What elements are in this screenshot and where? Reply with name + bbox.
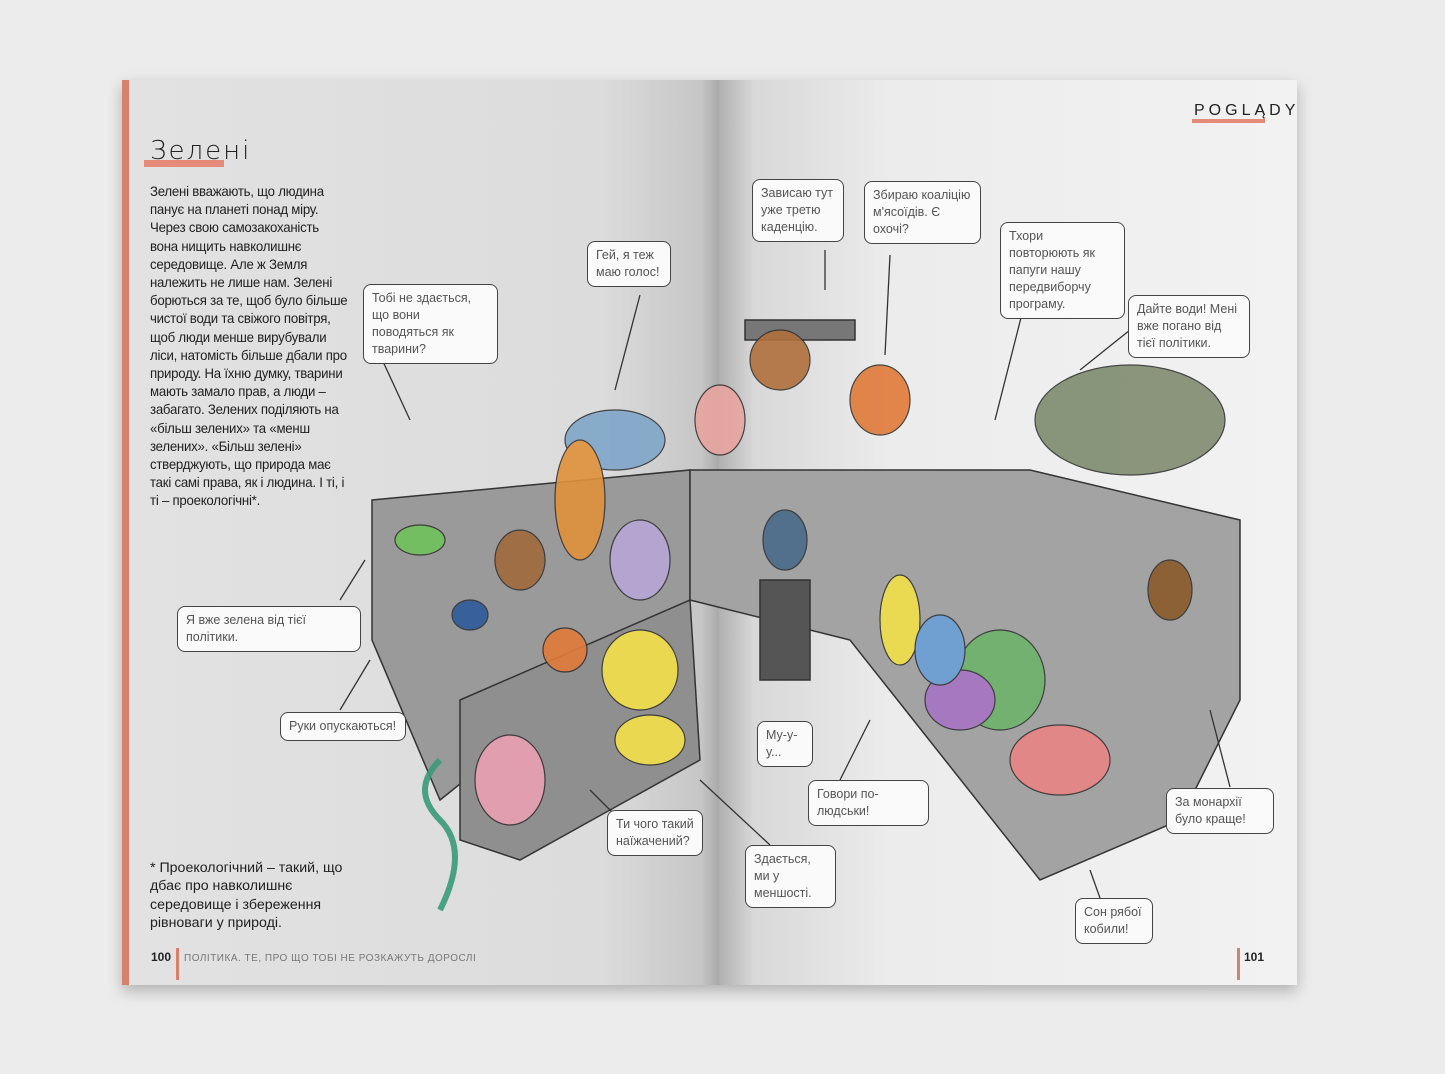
title-underline: [144, 160, 224, 167]
speech-bubble: Руки опускаються!: [280, 712, 406, 741]
page-number-right: 101: [1244, 950, 1265, 964]
speech-bubble: Я вже зелена від тієї політики.: [177, 606, 361, 652]
speech-bubble: Тобі не здається, що вони поводяться як …: [363, 284, 498, 364]
speech-bubble: Му-у-у...: [757, 721, 813, 767]
running-head: ПОЛІТИКА. ТЕ, ПРО ЩО ТОБІ НЕ РОЗКАЖУТЬ Д…: [184, 953, 477, 964]
open-book: Зелені Зелені вважають, що людина панує …: [122, 80, 1297, 985]
footnote: * Проекологічний – такий, що дбає про на…: [150, 860, 343, 932]
tag-underline: [1192, 119, 1265, 123]
speech-bubble: Сон рябої кобили!: [1075, 898, 1153, 944]
page-number-bar: [1237, 948, 1240, 980]
section-tag: POGLĄDY: [1194, 102, 1300, 119]
page-number-left: 100: [151, 950, 172, 964]
body-text: Зелені вважають, що людина панує на план…: [150, 184, 348, 509]
speech-bubble: Дайте води! Мені вже погано від тієї пол…: [1128, 295, 1250, 358]
speech-bubble: Здається, ми у меншості.: [745, 845, 836, 908]
speech-bubble: За монархії було краще!: [1166, 788, 1274, 834]
speech-bubble: Гей, я теж маю голос!: [587, 241, 671, 287]
speech-bubble: Ти чого такий наїжачений?: [607, 810, 703, 856]
speech-bubble: Зависаю тут уже третю каденцію.: [752, 179, 844, 242]
speech-bubble: Тхори повторюють як папуги нашу передвиб…: [1000, 222, 1125, 319]
speech-bubble: Говори по-людськи!: [808, 780, 929, 826]
page-title: Зелені: [150, 136, 252, 166]
page-edge-accent: [122, 80, 129, 985]
page-number-bar: [176, 948, 179, 980]
speech-bubble: Збираю коаліцію м'ясоїдів. Є охочі?: [864, 181, 981, 244]
